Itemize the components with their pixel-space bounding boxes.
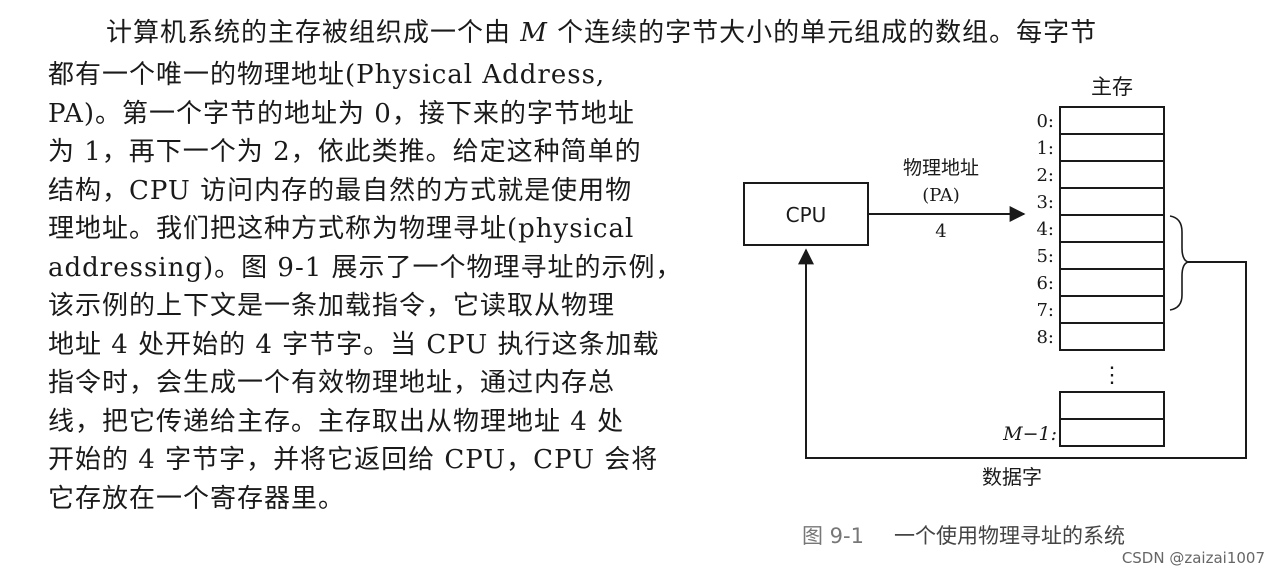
paragraph-line: 理地址。我们把这种方式称为物理寻址(physical <box>48 214 635 244</box>
pa-value: 4 <box>935 221 946 242</box>
paragraph-body: 都有一个唯一的物理地址(Physical Address, PA)。第一个字节的… <box>48 56 728 518</box>
data-word-label: 数据字 <box>982 465 1042 489</box>
figure-physical-addressing: 主存 0: 1: 2: 3: 4: 5: 6: 7: 8: ⋮ M−1: CPU 物理地址 (P… <box>736 70 1256 550</box>
memory-address: 2: <box>1036 165 1054 186</box>
paragraph-line: 线，把它传递给主存。主存取出从物理地址 4 处 <box>48 406 625 437</box>
paragraph-line: 结构，CPU 访问内存的最自然的方式就是使用物 <box>48 175 633 206</box>
memory-address: 3: <box>1036 192 1054 213</box>
memory-address: 0: <box>1036 111 1054 132</box>
memory-address: 6: <box>1036 273 1054 294</box>
first-line-var: M <box>520 18 548 48</box>
paragraph-line: 指令时，会生成一个有效物理地址，通过内存总 <box>48 368 616 398</box>
memory-ellipsis: ⋮ <box>1101 363 1123 388</box>
memory-cell <box>1059 322 1165 351</box>
memory-cell <box>1059 214 1165 243</box>
memory-cell <box>1059 241 1165 270</box>
memory-cell-last <box>1059 418 1165 447</box>
memory-addresses: 0: 1: 2: 3: 4: 5: 6: 7: 8: <box>1036 111 1054 348</box>
memory-address: 8: <box>1036 327 1054 348</box>
memory-address: 7: <box>1036 300 1054 321</box>
paragraph-line: 该示例的上下文是一条加载指令，它读取从物理 <box>48 291 616 321</box>
memory-title: 主存 <box>1091 75 1133 99</box>
data-return-arrow <box>798 248 1247 459</box>
memory-cell <box>1059 268 1165 297</box>
memory-address: 4: <box>1036 219 1054 240</box>
memory-address-last: M−1: <box>1002 423 1057 445</box>
pa-label-line2: (PA) <box>922 185 960 206</box>
paragraph-line: 都有一个唯一的物理地址(Physical Address, <box>48 60 606 90</box>
memory-cells <box>1059 106 1165 351</box>
caption-number: 图 9-1 <box>802 524 864 548</box>
word-brace <box>1169 215 1191 311</box>
paragraph-line: 开始的 4 字节字，并将它返回给 CPU，CPU 会将 <box>48 445 659 475</box>
memory-address: 5: <box>1036 246 1054 267</box>
paragraph-line: 地址 4 处开始的 4 字节字。当 CPU 执行这条加载 <box>48 329 660 360</box>
caption-text: 一个使用物理寻址的系统 <box>893 524 1125 548</box>
pa-label-line1: 物理地址 <box>903 157 979 179</box>
memory-cell-blank <box>1059 391 1165 420</box>
paragraph-line: PA)。第一个字节的地址为 0，接下来的字节地址 <box>48 98 635 129</box>
memory-cell <box>1059 295 1165 324</box>
memory-cell <box>1059 187 1165 216</box>
paragraph-line: 它存放在一个寄存器里。 <box>48 483 346 514</box>
first-line-after: 个连续的字节大小的单元组成的数组。每字节 <box>547 18 1098 48</box>
paragraph-line: addressing)。图 9-1 展示了一个物理寻址的示例， <box>48 252 683 283</box>
memory-cell <box>1059 160 1165 189</box>
memory-address: 1: <box>1036 138 1054 159</box>
figure-diagram: 主存 0: 1: 2: 3: 4: 5: 6: 7: 8: ⋮ M−1: CPU 物理地址 (P… <box>743 75 1247 489</box>
memory-cell <box>1059 133 1165 162</box>
figure-caption: 图 9-1 一个使用物理寻址的系统 <box>802 520 1125 550</box>
watermark: CSDN @zaizai1007 <box>1121 549 1265 567</box>
first-line-before: 计算机系统的主存被组织成一个由 <box>106 18 521 48</box>
memory-cell <box>1059 106 1165 135</box>
paragraph-first-line: 计算机系统的主存被组织成一个由 M 个连续的字节大小的单元组成的数组。每字节 <box>48 14 1258 52</box>
cpu-label: CPU <box>786 203 827 227</box>
paragraph-line: 为 1，再下一个为 2，依此类推。给定这种简单的 <box>48 137 642 167</box>
